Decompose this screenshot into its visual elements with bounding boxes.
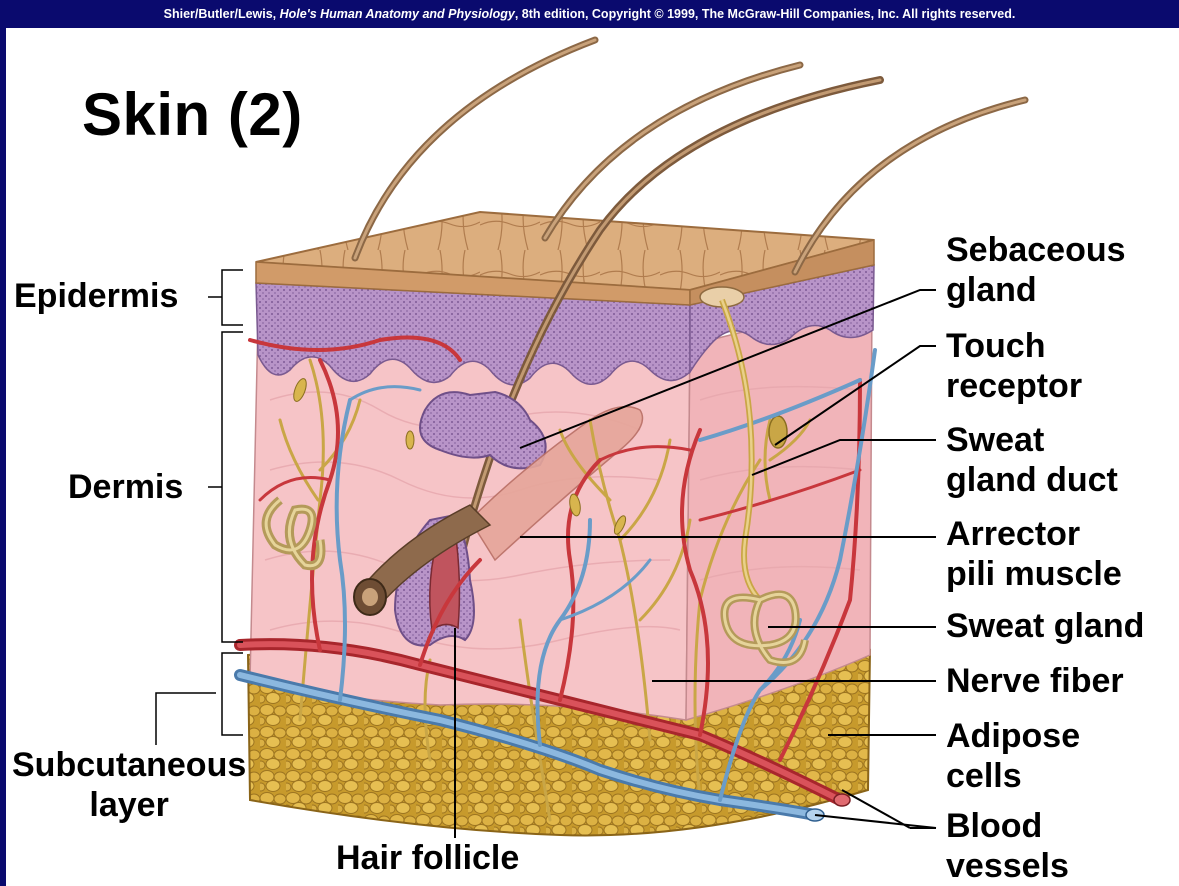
label-subcutaneous-line2: layer	[12, 785, 246, 825]
label-dermis: Dermis	[68, 467, 183, 507]
label-subcutaneous-layer: Subcutaneous layer	[12, 745, 246, 825]
label-hair-follicle: Hair follicle	[336, 838, 519, 878]
subcutaneous-bracket-tick	[156, 693, 216, 745]
label-sebaceous-gland: Sebaceous gland	[946, 230, 1126, 310]
label-arrector-line1: Arrector	[946, 514, 1122, 554]
hair-shaft-2-highlight	[545, 65, 800, 238]
leader-blood-vessels-vein	[815, 815, 936, 828]
epidermis-bracket	[222, 270, 243, 325]
label-sweat-gland-duct: Sweat gland duct	[946, 420, 1118, 500]
artery-cut-end	[834, 794, 850, 806]
label-touch-line1: Touch	[946, 326, 1082, 366]
dermis-bracket	[222, 332, 243, 642]
label-subcutaneous-line1: Subcutaneous	[12, 745, 246, 785]
label-sweat-duct-line1: Sweat	[946, 420, 1118, 460]
label-blood-line2: vessels	[946, 846, 1069, 886]
slide-title: Skin (2)	[82, 80, 303, 149]
label-nerve-fiber: Nerve fiber	[946, 661, 1124, 701]
label-blood-vessels: Blood vessels	[946, 806, 1069, 886]
dermis-side	[686, 300, 872, 720]
label-adipose-cells: Adipose cells	[946, 716, 1080, 796]
label-adipose-line2: cells	[946, 756, 1080, 796]
label-arrector-pili-muscle: Arrector pili muscle	[946, 514, 1122, 594]
label-touch-receptor: Touch receptor	[946, 326, 1082, 406]
label-sebaceous-line1: Sebaceous	[946, 230, 1126, 270]
subcutaneous-bracket	[222, 653, 243, 735]
label-sebaceous-line2: gland	[946, 270, 1126, 310]
label-arrector-line2: pili muscle	[946, 554, 1122, 594]
label-adipose-line1: Adipose	[946, 716, 1080, 756]
label-blood-line1: Blood	[946, 806, 1069, 846]
label-sweat-duct-line2: gland duct	[946, 460, 1118, 500]
label-epidermis: Epidermis	[14, 276, 178, 316]
label-sweat-gland: Sweat gland	[946, 606, 1144, 646]
hair-shaft-2	[545, 65, 800, 238]
label-touch-line2: receptor	[946, 366, 1082, 406]
